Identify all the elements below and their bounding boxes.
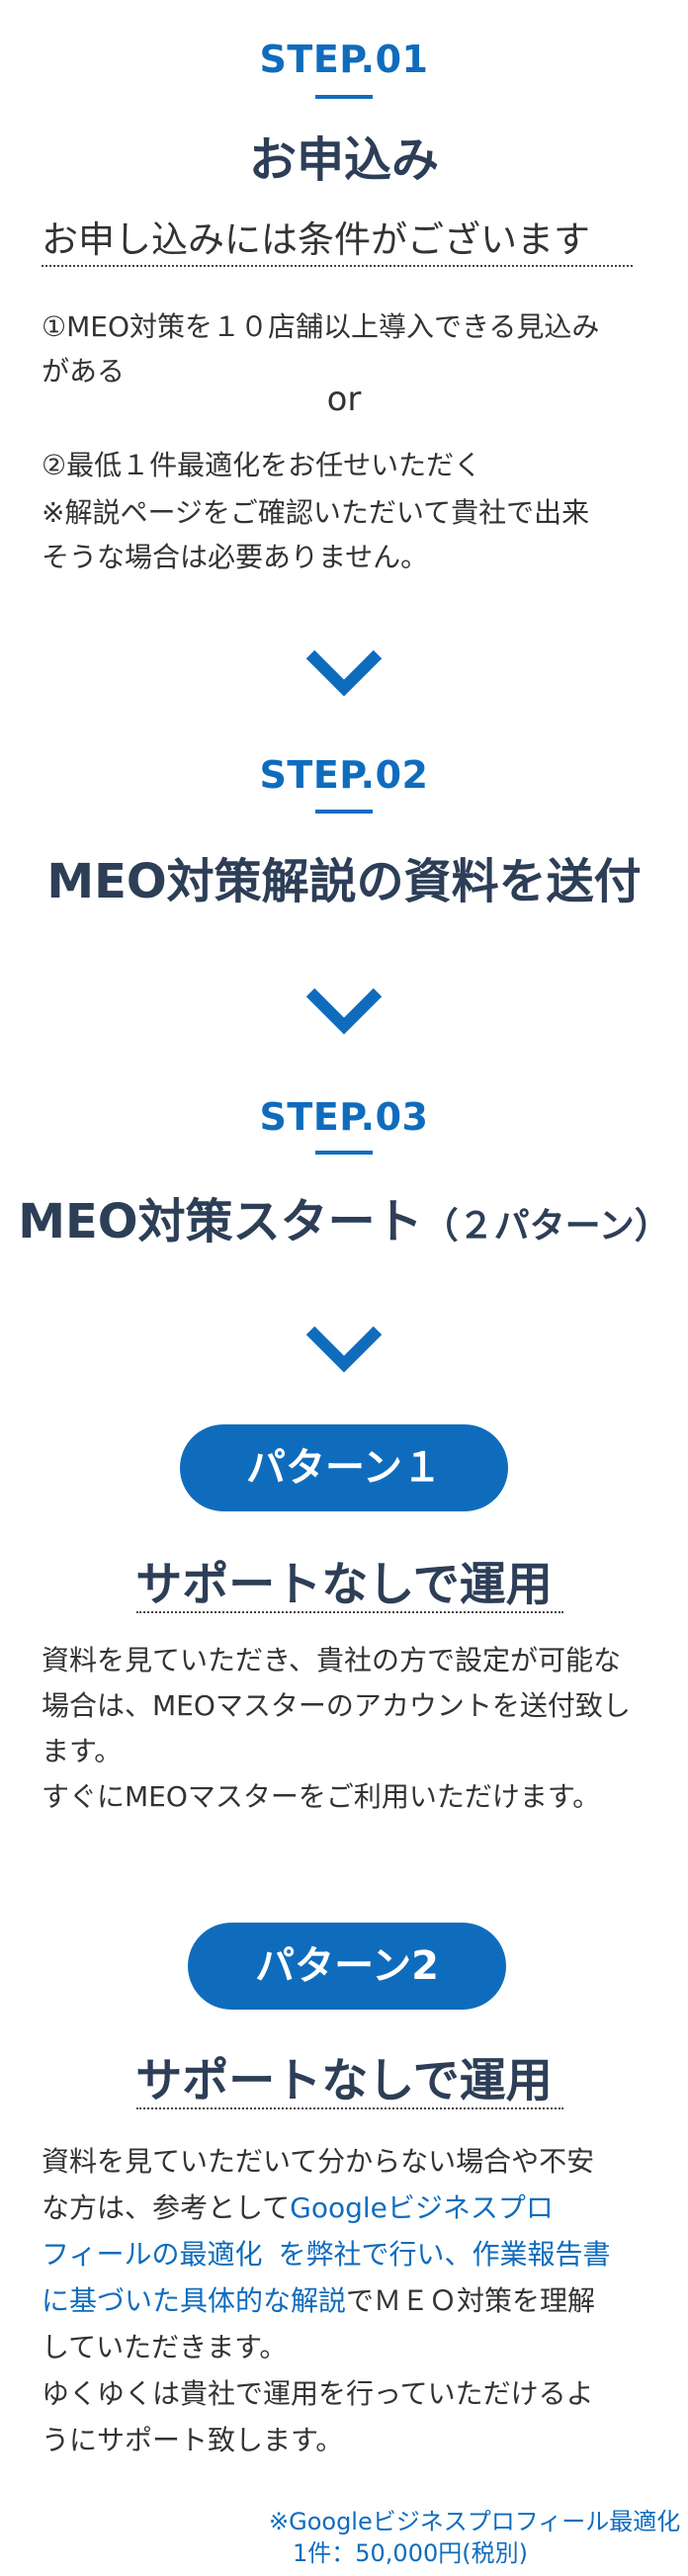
step3-title: MEO対策スタート（２パターン） <box>0 1182 688 1251</box>
pattern2-line4-b: でＭＥＯ対策を理解 <box>346 2284 596 2317</box>
pattern2-line6: ゆくゆくは貴社で運用を行っていただけるよ <box>42 2377 594 2410</box>
step1-subtitle-underline <box>42 265 633 267</box>
step1-note-line1: ※解説ページをご確認いただいて貴社で出来 <box>42 496 590 529</box>
step1-label: STEP.01 <box>259 38 429 81</box>
chevron-down-icon <box>305 987 383 1035</box>
step2-label: STEP.02 <box>259 753 429 797</box>
pattern1-line2: 場合は、MEOマスターのアカウントを送付致し <box>42 1689 631 1722</box>
pattern2-note-line1: ※Googleビジネスプロフィール最適化 <box>269 2508 681 2535</box>
pattern2-line2: な方は、参考としてGoogleビジネスプロ <box>42 2186 554 2230</box>
step3-underline <box>315 1151 373 1155</box>
step1-subtitle: お申し込みには条件がございます <box>42 218 590 261</box>
pattern2-line3-b: を弊社で行い、作業報告書 <box>278 2238 611 2271</box>
pattern1-title-underline <box>136 1611 563 1613</box>
step1-condition1-line2: がある <box>42 355 126 387</box>
pattern2-note-line2: 1件：50,000円(税別) <box>293 2539 528 2567</box>
pattern2-line2-b: Googleビジネスプロ <box>290 2191 554 2224</box>
pattern2-line1: 資料を見ていただいて分からない場合や不安 <box>42 2145 595 2178</box>
pattern2-line3: フィールの最適化を弊社で行い、作業報告書 <box>42 2232 610 2276</box>
pattern2-line5: していただきます。 <box>42 2331 288 2363</box>
pattern2-line3-a: フィールの最適化 <box>42 2238 263 2271</box>
pattern1-line3: ます。 <box>42 1735 123 1767</box>
pattern1-line1: 資料を見ていただき、貴社の方で設定が可能な <box>42 1644 622 1676</box>
chevron-down-icon <box>305 1326 383 1373</box>
step1-or: or <box>326 380 362 419</box>
pattern2-line4-a: に基づいた具体的な解説 <box>42 2284 347 2317</box>
pattern2-line4: に基づいた具体的な解説でＭＥＯ対策を理解 <box>42 2278 595 2323</box>
pattern2-pill: パターン2 <box>188 1923 506 2010</box>
step2-title: MEO対策解説の資料を送付 <box>46 854 642 909</box>
step1-condition1-line1: ①MEO対策を１０店舗以上導入できる見込み <box>42 310 600 343</box>
pattern2-title: サポートなしで運用 <box>135 2054 553 2108</box>
step1-condition2: ②最低１件最適化をお任せいただく <box>42 449 482 481</box>
pattern1-title: サポートなしで運用 <box>135 1558 553 1612</box>
step3-title-main: MEO対策スタート <box>18 1194 423 1249</box>
chevron-down-icon <box>305 649 383 697</box>
pattern1-pill: パターン１ <box>180 1424 508 1511</box>
step1-note-line2: そうな場合は必要ありません。 <box>42 541 429 573</box>
step3-title-sub: （２パターン） <box>422 1206 670 1246</box>
pattern2-line2-a: な方は、参考として <box>42 2191 291 2224</box>
step1-underline <box>315 95 373 99</box>
pattern2-line7: うにサポート致します。 <box>42 2424 344 2456</box>
pattern1-line4: すぐにMEOマスターをご利用いただけます。 <box>42 1780 601 1813</box>
step2-underline <box>315 810 373 814</box>
step1-title: お申込み <box>248 132 439 188</box>
pattern2-title-underline <box>136 2107 563 2109</box>
step3-label: STEP.03 <box>259 1095 429 1139</box>
